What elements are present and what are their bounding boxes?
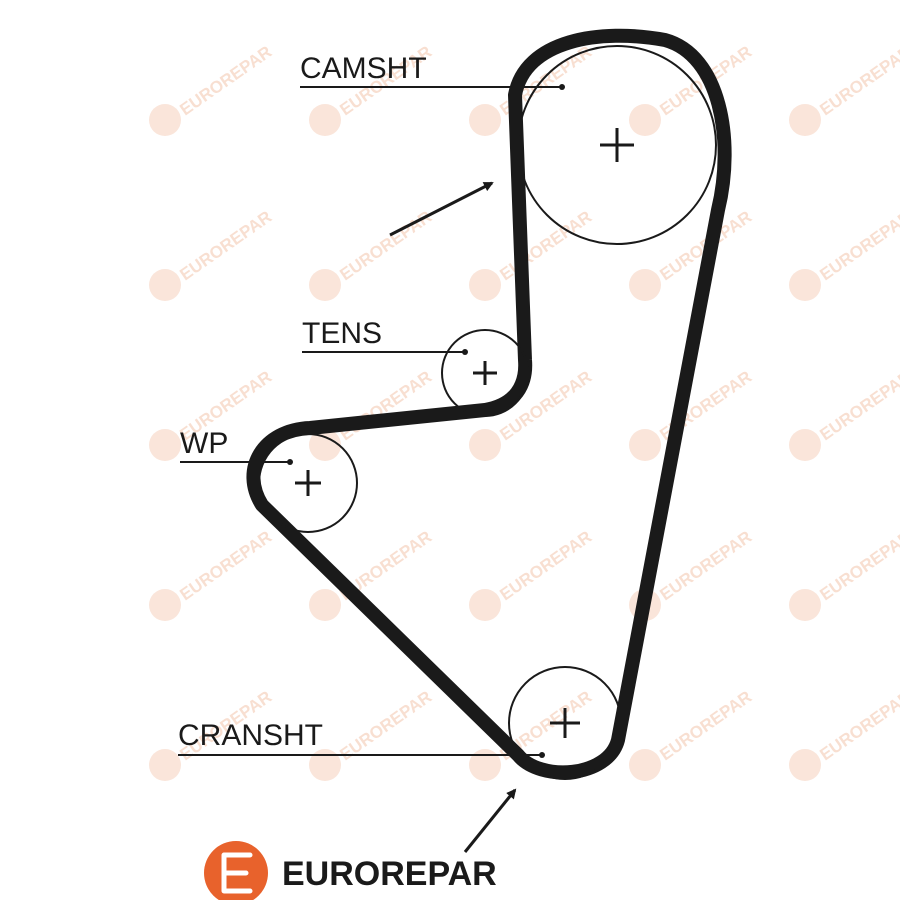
watermark-logo-icon	[629, 104, 661, 136]
watermark-logo-icon	[309, 104, 341, 136]
watermark-logo-icon	[789, 269, 821, 301]
watermark-text: EUROREPAR	[816, 367, 900, 444]
watermark-logo-icon	[469, 749, 501, 781]
camshaft-label-group: CAMSHT	[300, 52, 565, 90]
crankshaft-label: CRANSHT	[178, 719, 323, 752]
watermark-tile: EUROREPAR	[789, 42, 900, 136]
tensioner-pulley	[441, 329, 529, 417]
watermark-tile: EUROREPAR	[469, 207, 595, 301]
watermark-logo-icon	[309, 749, 341, 781]
watermark-logo-icon	[469, 429, 501, 461]
watermark-logo-icon	[149, 749, 181, 781]
rotation-arrow-lower	[463, 788, 517, 853]
watermark-text: EUROREPAR	[656, 687, 755, 764]
watermark-logo-icon	[629, 749, 661, 781]
watermark-logo-icon	[469, 589, 501, 621]
water-pump-pulley	[258, 433, 358, 533]
tensioner-label-group: TENS	[302, 317, 468, 355]
watermark-tile: EUROREPAR	[469, 527, 595, 621]
watermark-logo-icon	[149, 589, 181, 621]
camshaft-label: CAMSHT	[300, 52, 427, 85]
watermark-text: EUROREPAR	[656, 527, 755, 604]
watermark-tile: EUROREPAR	[149, 42, 275, 136]
watermark-tile: EUROREPAR	[629, 687, 755, 781]
watermark-logo-icon	[789, 589, 821, 621]
watermark-logo-icon	[469, 104, 501, 136]
watermark-logo-icon	[629, 429, 661, 461]
water-pump-label-group: WP	[180, 427, 293, 465]
watermark-tile: EUROREPAR	[789, 367, 900, 461]
watermark-logo-icon	[469, 269, 501, 301]
watermark-tile: EUROREPAR	[309, 687, 435, 781]
watermark-text: EUROREPAR	[336, 687, 435, 764]
timing-belt	[246, 28, 732, 780]
watermark-text: EUROREPAR	[816, 687, 900, 764]
watermark-text: EUROREPAR	[496, 527, 595, 604]
watermark-logo-icon	[629, 269, 661, 301]
watermark-logo-icon	[309, 429, 341, 461]
watermark-text: EUROREPAR	[816, 42, 900, 119]
crankshaft-label-group: CRANSHT	[178, 719, 545, 758]
watermark-layer: EUROREPAR EUROREPAR EUROREPAR EUROREPAR EURO…	[149, 42, 900, 781]
watermark-logo-icon	[149, 429, 181, 461]
watermark-logo-icon	[789, 749, 821, 781]
watermark-text: EUROREPAR	[336, 367, 435, 444]
watermark-logo-icon	[789, 104, 821, 136]
watermark-text: EUROREPAR	[816, 527, 900, 604]
brand-name: EUROREPAR	[282, 855, 497, 893]
watermark-tile: EUROREPAR	[149, 207, 275, 301]
watermark-tile: EUROREPAR	[789, 527, 900, 621]
rotation-arrow-upper	[389, 181, 494, 237]
watermark-logo-icon	[309, 589, 341, 621]
watermark-tile: EUROREPAR	[149, 527, 275, 621]
crankshaft-pulley	[508, 666, 622, 780]
watermark-text: EUROREPAR	[816, 207, 900, 284]
watermark-text: EUROREPAR	[496, 207, 595, 284]
tensioner-label: TENS	[302, 317, 382, 350]
watermark-logo-icon	[149, 104, 181, 136]
watermark-logo-icon	[789, 429, 821, 461]
camshaft-pulley	[517, 45, 717, 245]
watermark-text: EUROREPAR	[176, 42, 275, 119]
watermark-text: EUROREPAR	[176, 207, 275, 284]
watermark-tile: EUROREPAR	[789, 207, 900, 301]
watermark-text: EUROREPAR	[176, 527, 275, 604]
water-pump-label: WP	[180, 427, 228, 460]
brand-logo: EUROREPAR	[204, 841, 497, 900]
watermark-tile: EUROREPAR	[789, 687, 900, 781]
brand-logo-icon	[204, 841, 268, 900]
watermark-tile: EUROREPAR	[629, 207, 755, 301]
watermark-logo-icon	[149, 269, 181, 301]
watermark-logo-icon	[309, 269, 341, 301]
